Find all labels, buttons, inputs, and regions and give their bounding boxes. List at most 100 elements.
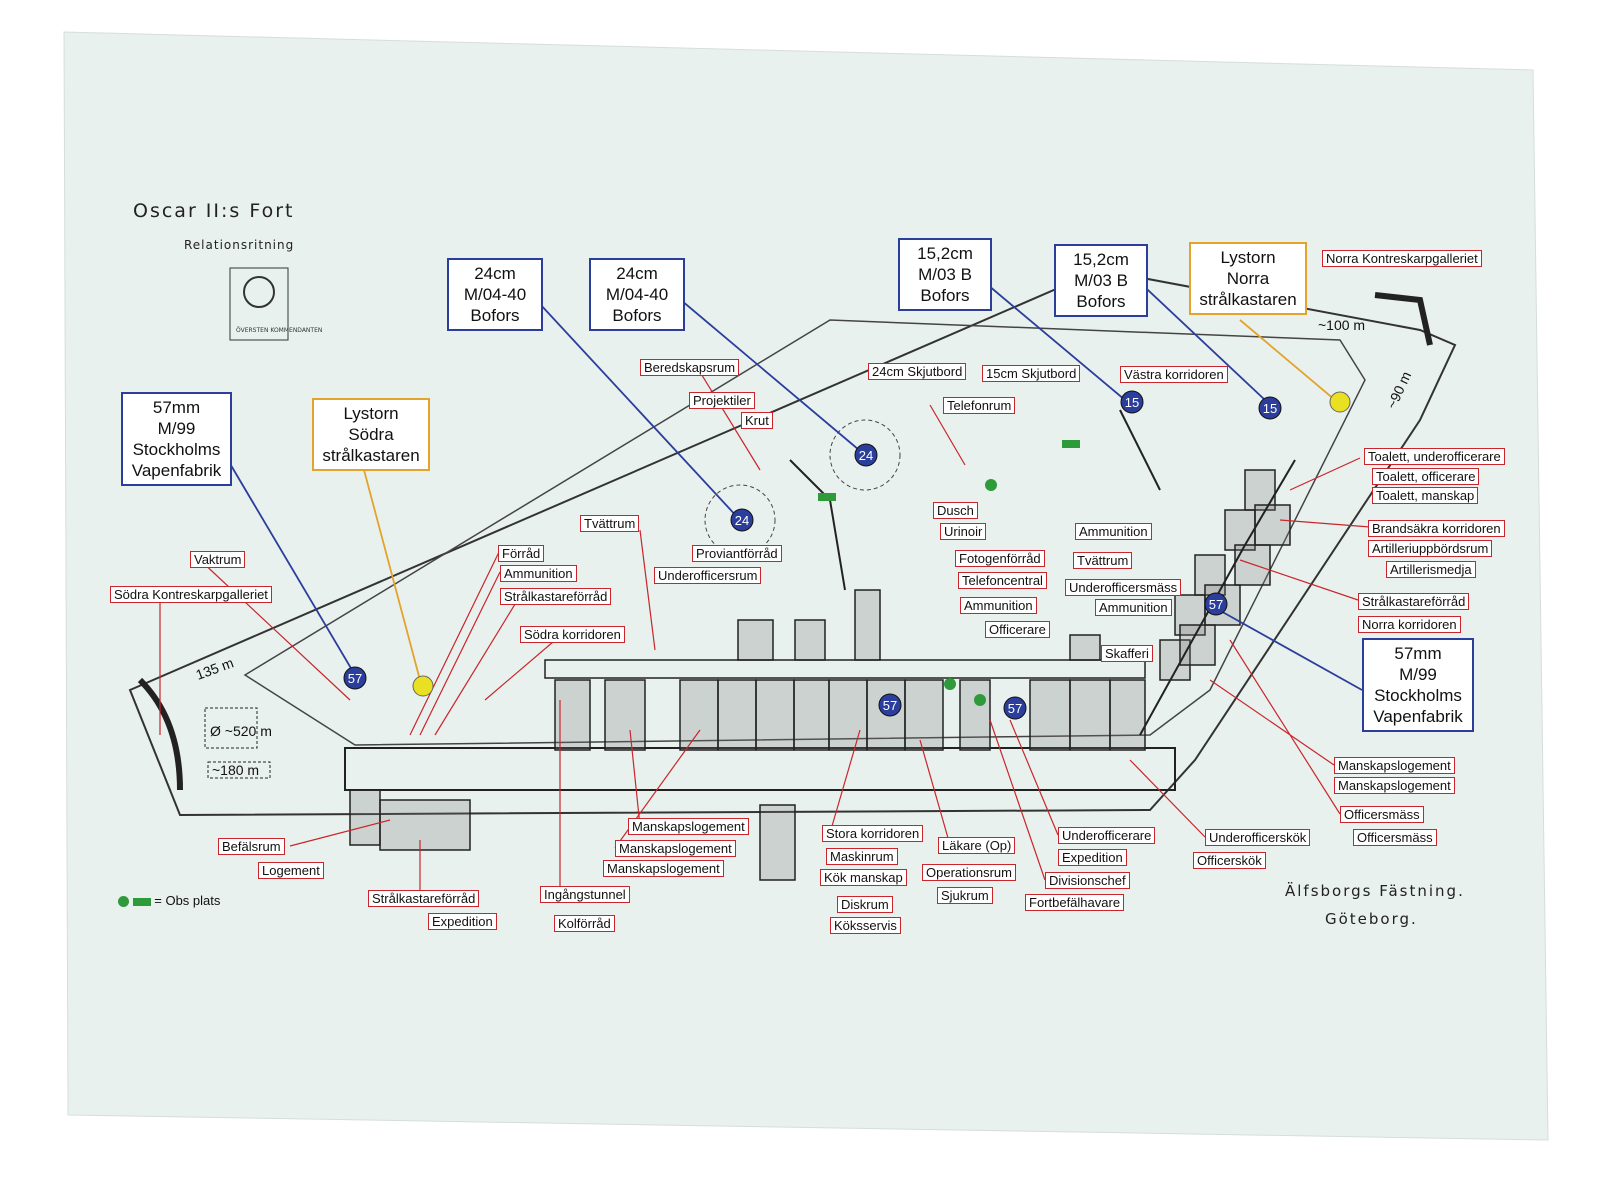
label-manslog2: Manskapslogement <box>1334 777 1455 794</box>
label-skafferi: Skafferi <box>1101 645 1153 662</box>
gun-marker-24: 24 <box>730 508 754 532</box>
leader-line <box>919 739 951 846</box>
label-offmass1: Officersmäss <box>1340 806 1424 823</box>
fort-inner-outline <box>243 319 1366 746</box>
label-ammunition2: Ammunition <box>960 597 1037 614</box>
label-expedition1: Expedition <box>428 913 497 930</box>
main-corridor <box>344 747 1176 791</box>
obs-points <box>818 440 1080 706</box>
north-corridor <box>1139 459 1296 736</box>
leader-line <box>668 289 866 456</box>
label-tvattrum2: Tvättrum <box>1073 552 1133 569</box>
label-vaktrum: Vaktrum <box>190 551 246 568</box>
label-ammunition4: Ammunition <box>1095 599 1172 616</box>
label-kolforrad: Kolförråd <box>554 915 615 932</box>
label-offkok: Officerskök <box>1193 852 1266 869</box>
label-stralforr-s: Strålkastareförråd <box>368 890 480 907</box>
label-stora-korr: Stora korridoren <box>822 825 924 842</box>
leader-line <box>929 404 966 466</box>
leader-line <box>526 289 741 521</box>
label-logement: Logement <box>258 862 324 879</box>
label-toa-off: Toalett, officerare <box>1372 468 1480 485</box>
gun-marker-24: 24 <box>854 443 878 467</box>
label-stralforr-n: Strålkastareförråd <box>1358 593 1470 610</box>
label-manslog-s1: Manskapslogement <box>628 818 749 835</box>
leader-line <box>1009 719 1059 836</box>
label-vastra: Västra korridoren <box>1120 366 1228 383</box>
label-maskinrum: Maskinrum <box>826 848 898 865</box>
label-projektiler: Projektiler <box>689 392 755 409</box>
leader-line <box>629 729 641 827</box>
label-expedition2: Expedition <box>1058 849 1127 866</box>
legend-text: = Obs plats <box>154 893 221 908</box>
leader-line <box>1289 457 1361 491</box>
obs-bar-icon <box>132 897 151 906</box>
svg-text:24: 24 <box>735 513 749 528</box>
label-manslog1: Manskapslogement <box>1334 757 1455 774</box>
label-koksservis: Köksservis <box>830 917 901 934</box>
emblem-seal <box>243 276 275 308</box>
label-forrad: Förråd <box>498 545 545 562</box>
leader-line <box>1209 604 1363 691</box>
south-galleri <box>137 677 183 791</box>
label-uo-mass: Underofficersmäss <box>1065 579 1182 596</box>
label-proviant: Proviantförråd <box>692 545 782 562</box>
label-artillerismedja: Artillerismedja <box>1386 561 1476 578</box>
leader-line <box>363 469 421 681</box>
label-urinoir: Urinoir <box>940 523 987 540</box>
leader-lines <box>159 274 1371 900</box>
svg-text:Ø ~520 m: Ø ~520 m <box>210 723 272 739</box>
label-divisionschef: Divisionschef <box>1045 872 1130 889</box>
leader-line <box>639 529 656 651</box>
obs-dot-icon <box>118 896 129 908</box>
label-ammunition1: Ammunition <box>500 565 577 582</box>
label-befalsrum: Befälsrum <box>218 838 285 855</box>
svg-text:57: 57 <box>883 698 897 713</box>
label-officerare: Officerare <box>985 621 1050 638</box>
emblem-frame <box>229 267 289 341</box>
svg-text:57: 57 <box>1008 701 1022 716</box>
label-lakare: Läkare (Op) <box>938 837 1016 854</box>
gun-range-24a <box>704 484 776 556</box>
label-diskrum: Diskrum <box>837 896 893 913</box>
gun-marker-57: 57 <box>878 693 902 717</box>
leader-line <box>699 371 761 471</box>
leader-line <box>1239 559 1359 601</box>
label-uo-kok: Underofficerskök <box>1205 829 1311 846</box>
label-offmass2: Officersmäss <box>1353 829 1437 846</box>
map-subtitle: Relationsritning <box>184 238 295 252</box>
label-krut: Krut <box>741 412 773 429</box>
label-norra-galleri: Norra Kontreskarpgalleriet <box>1322 250 1482 267</box>
leader-line <box>289 819 391 847</box>
label-stralforr1: Strålkastareförråd <box>500 588 612 605</box>
leader-line <box>199 559 351 701</box>
label-uofficerare: Underofficerare <box>1058 827 1156 844</box>
svg-text:57: 57 <box>348 671 362 686</box>
leader-line <box>419 571 501 736</box>
inner-corridor <box>544 659 1146 679</box>
label-sodra-galleri: Södra Kontreskarpgalleriet <box>110 586 272 603</box>
label-skjut24: 24cm Skjutbord <box>868 363 967 380</box>
leader-line <box>1279 519 1371 528</box>
label-tvattrum1: Tvättrum <box>580 515 640 532</box>
gun-marker-15: 15 <box>1120 390 1144 414</box>
leader-line <box>1209 679 1335 766</box>
label-kok-mansk: Kök manskap <box>820 869 907 886</box>
leader-line <box>989 719 1046 881</box>
svg-text:~100 m: ~100 m <box>1318 317 1365 333</box>
leader-line <box>215 439 356 676</box>
label-uo-rum: Underofficersrum <box>654 567 762 584</box>
emblem-text: ÖVERSTEN KOMMENDANTEN <box>236 327 322 334</box>
place-line2: Göteborg. <box>1325 910 1418 928</box>
label-artilleriupp: Artilleriuppbördsrum <box>1368 540 1493 557</box>
leader-line <box>1129 759 1206 838</box>
svg-text:15: 15 <box>1125 395 1139 410</box>
north-galleri <box>1374 292 1433 346</box>
